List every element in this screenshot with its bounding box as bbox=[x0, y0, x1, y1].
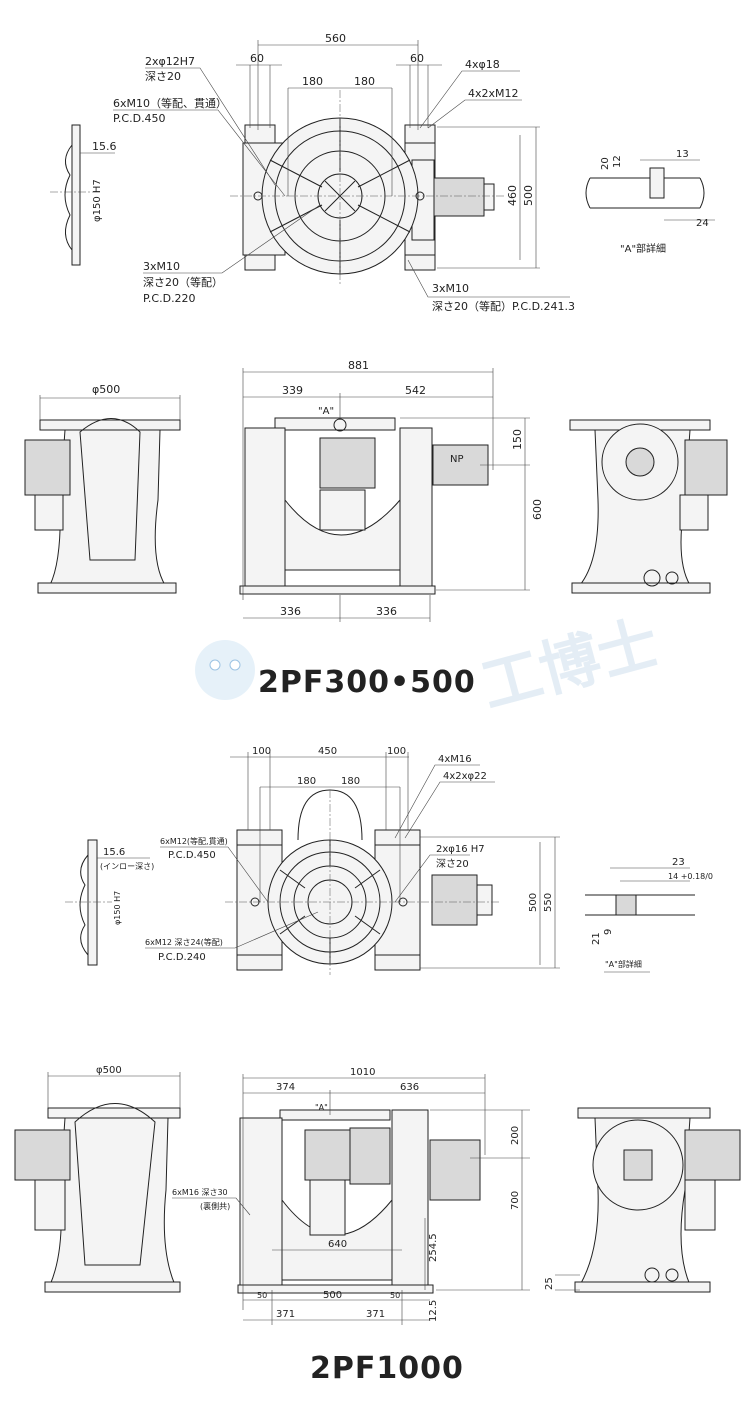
dim-label: 180 bbox=[302, 75, 323, 88]
note-label: 2xφ16 H7 bbox=[436, 844, 485, 855]
dim-label: 100 bbox=[387, 746, 406, 757]
note-label: 6xM10（等配、貫通） bbox=[113, 96, 227, 110]
dim-label: φ150 H7 bbox=[92, 179, 103, 222]
note-label: 2xφ12H7 bbox=[145, 55, 195, 68]
model-b-rear-view: 25 bbox=[544, 1107, 741, 1293]
dim-label: 25 bbox=[544, 1277, 555, 1290]
dim-label: 371 bbox=[366, 1309, 385, 1320]
model-a-detail-a: 13 20 12 24 "A"部詳細 bbox=[585, 149, 715, 255]
model-title: 2PF1000 bbox=[310, 1351, 464, 1386]
note-label: 4x2xφ22 bbox=[443, 771, 487, 782]
dim-label: 60 bbox=[410, 52, 424, 65]
note-label: 6xM12 深さ24(等配) bbox=[145, 937, 223, 947]
dim-label: 339 bbox=[282, 384, 303, 397]
note-label: 6xM12(等配,貫通) bbox=[160, 836, 228, 846]
dim-label: 14 +0.18/0 bbox=[668, 872, 713, 881]
note-label: P.C.D.450 bbox=[168, 850, 216, 861]
dim-label: 550 bbox=[543, 893, 554, 912]
dim-label: 20 bbox=[600, 157, 611, 170]
model-b-detail-a: 23 14 +0.18/0 21 9 "A"部詳細 bbox=[585, 857, 713, 973]
dim-label: (インロー深さ) bbox=[100, 862, 154, 871]
model-b-top-view: 15.6 (インロー深さ) φ150 H7 100 450 100 180 18… bbox=[65, 746, 560, 975]
dim-label: 500 bbox=[323, 1290, 342, 1301]
model-a-rear-view bbox=[569, 419, 728, 594]
dim-label: 254.5 bbox=[428, 1233, 439, 1262]
dim-label: 450 bbox=[318, 746, 337, 757]
dim-label: 881 bbox=[348, 359, 369, 372]
model-a-side-view: NP 881 339 542 "A" 150 600 336 336 bbox=[239, 359, 544, 622]
dim-label: 9 bbox=[603, 929, 614, 935]
note-label: 4xM16 bbox=[438, 754, 472, 765]
model-b-side-view: 1010 374 636 "A" 200 700 6xM16 深さ30 (裏側共… bbox=[172, 1067, 530, 1325]
dim-label: 23 bbox=[672, 857, 685, 868]
dim-label: 13 bbox=[676, 149, 689, 160]
mascot-logo bbox=[195, 640, 255, 700]
dim-label: 500 bbox=[522, 185, 535, 206]
dim-label: 100 bbox=[252, 746, 271, 757]
dim-label: 600 bbox=[531, 499, 544, 520]
dim-label: 24 bbox=[696, 218, 709, 229]
note-label: 3xM10 bbox=[432, 282, 469, 295]
detail-caption: "A"部詳細 bbox=[620, 242, 666, 255]
dim-label: φ150 H7 bbox=[113, 891, 122, 925]
dim-label: 12.5 bbox=[428, 1300, 439, 1322]
dim-label: 636 bbox=[400, 1082, 419, 1093]
note-label: 深さ20（等配） bbox=[143, 275, 223, 289]
model-a-top-view: 15.6 φ150 H7 560 60 60 180 180 460 500 2… bbox=[50, 32, 575, 313]
note-label: P.C.D.450 bbox=[113, 112, 166, 125]
dim-label: φ500 bbox=[96, 1065, 122, 1076]
note-label: 3xM10 bbox=[143, 260, 180, 273]
dim-label: 180 bbox=[341, 776, 360, 787]
dim-label: 560 bbox=[325, 32, 346, 45]
dim-label: 336 bbox=[376, 605, 397, 618]
dim-label: 50 bbox=[390, 1291, 400, 1300]
dim-label: 50 bbox=[257, 1291, 267, 1300]
dim-label: 1010 bbox=[350, 1067, 375, 1078]
dim-label: 700 bbox=[510, 1191, 521, 1210]
model-b-front-view: φ500 bbox=[14, 1065, 181, 1293]
dim-label: 60 bbox=[250, 52, 264, 65]
dim-label: 374 bbox=[276, 1082, 295, 1093]
dim-label: 12 bbox=[612, 155, 623, 168]
model-a-front-view: φ500 bbox=[24, 383, 181, 594]
dim-label: 15.6 bbox=[92, 140, 117, 153]
detail-marker: "A" bbox=[318, 406, 334, 417]
nameplate-label: NP bbox=[450, 454, 464, 465]
note-label: P.C.D.220 bbox=[143, 292, 196, 305]
dim-label: 460 bbox=[506, 185, 519, 206]
note-label: P.C.D.240 bbox=[158, 952, 206, 963]
dim-label: 200 bbox=[510, 1126, 521, 1145]
detail-caption: "A"部詳細 bbox=[605, 959, 642, 969]
model-title: 2PF300•500 bbox=[258, 665, 476, 700]
note-label: 深さ20 bbox=[436, 858, 469, 870]
dim-label: 15.6 bbox=[103, 847, 125, 858]
dim-label: 542 bbox=[405, 384, 426, 397]
note-label: 4x2xM12 bbox=[468, 87, 519, 100]
dim-label: 21 bbox=[591, 932, 602, 945]
dim-label: 371 bbox=[276, 1309, 295, 1320]
dim-label: 336 bbox=[280, 605, 301, 618]
note-label: 4xφ18 bbox=[465, 58, 500, 71]
dim-label: 500 bbox=[528, 893, 539, 912]
dim-label: 180 bbox=[354, 75, 375, 88]
note-label: 深さ20（等配）P.C.D.241.3 bbox=[432, 299, 575, 313]
dim-label: 180 bbox=[297, 776, 316, 787]
detail-marker: "A" bbox=[315, 1103, 328, 1112]
note-label: (裏側共) bbox=[200, 1201, 230, 1211]
dim-label: 640 bbox=[328, 1239, 347, 1250]
note-label: 6xM16 深さ30 bbox=[172, 1188, 228, 1197]
note-label: 深さ20 bbox=[145, 70, 181, 83]
dim-label: φ500 bbox=[92, 383, 120, 396]
watermark-text: 工博士 bbox=[474, 608, 666, 722]
dim-label: 150 bbox=[511, 429, 524, 450]
